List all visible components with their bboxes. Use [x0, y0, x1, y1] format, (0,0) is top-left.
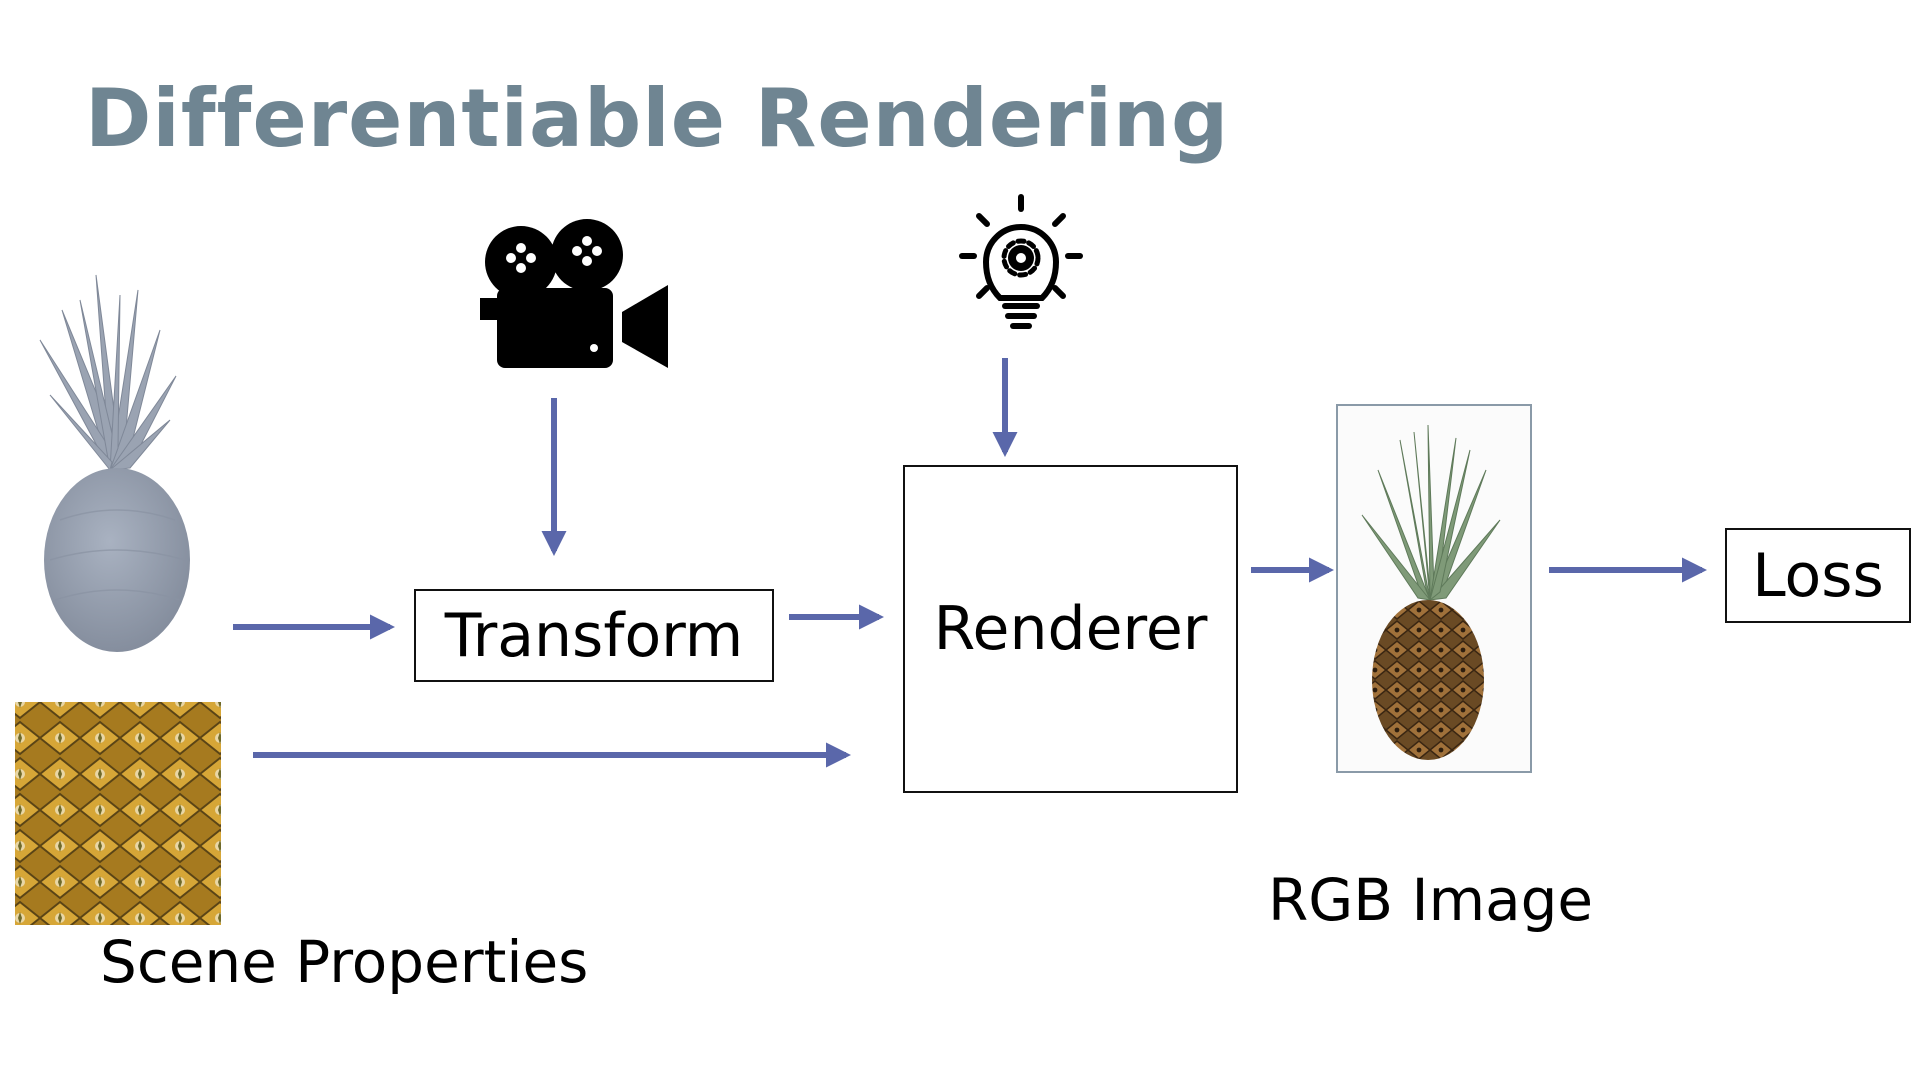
rgb-image-photo: [1336, 404, 1532, 773]
lightbulb-gear-icon: [959, 194, 1083, 329]
movie-camera-icon: [480, 219, 668, 368]
loss-label: Loss: [1752, 540, 1884, 611]
pineapple-texture-image: [15, 702, 221, 925]
rgb-image-caption: RGB Image: [1268, 866, 1594, 934]
loss-box: Loss: [1725, 528, 1911, 623]
renderer-box: Renderer: [903, 465, 1238, 793]
pineapple-mesh-icon: [39, 274, 190, 652]
scene-properties-caption: Scene Properties: [100, 928, 589, 996]
transform-label: Transform: [444, 600, 744, 671]
renderer-label: Renderer: [933, 594, 1208, 664]
slide-title: Differentiable Rendering: [85, 72, 1230, 165]
transform-box: Transform: [414, 589, 774, 682]
